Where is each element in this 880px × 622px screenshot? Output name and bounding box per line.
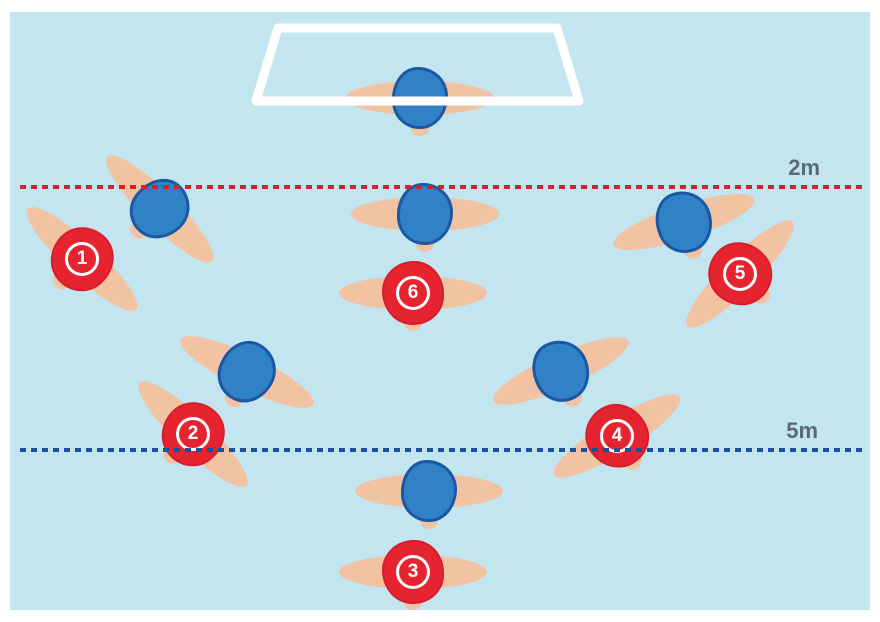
- two-meter-line: [20, 185, 865, 189]
- cap-number: 2: [176, 417, 210, 451]
- cap-number: 6: [396, 276, 430, 310]
- five-meter-line: [20, 448, 865, 452]
- cap-number: 1: [65, 242, 99, 276]
- blue-cap: [401, 460, 457, 522]
- blue-cap: [397, 183, 453, 245]
- blue-cap: [392, 67, 448, 129]
- cap-number: 3: [396, 555, 430, 589]
- five-meter-label: 5m: [786, 418, 818, 443]
- cap-number: 5: [723, 257, 757, 291]
- two-meter-label: 2m: [788, 155, 820, 180]
